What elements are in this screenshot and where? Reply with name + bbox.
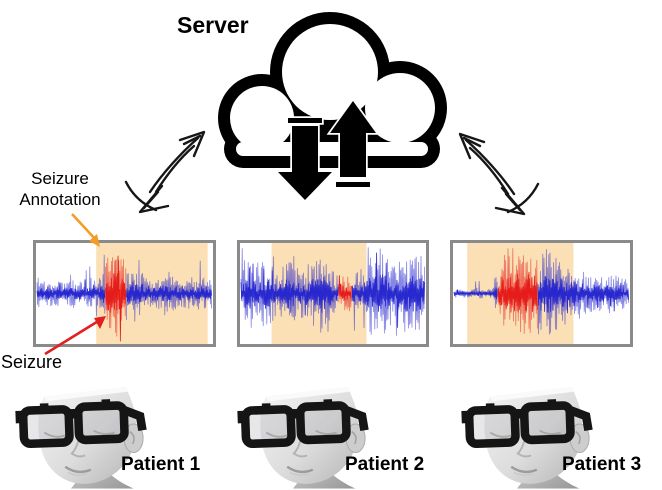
patient-2-label: Patient 2 bbox=[345, 454, 425, 475]
eeg-signal-segment bbox=[126, 281, 212, 305]
cloud-shape bbox=[218, 12, 447, 168]
sketch-double-arrow-right bbox=[458, 132, 540, 216]
patient-1-label: Patient 1 bbox=[121, 454, 201, 475]
seizure-signal-segment bbox=[497, 248, 538, 334]
eeg-plot-patient-2 bbox=[237, 240, 429, 347]
eeg-signal-segment bbox=[36, 279, 106, 303]
eeg-plot-patient-1 bbox=[33, 240, 216, 347]
sketch-double-arrow-left bbox=[124, 130, 206, 214]
eeg-signal-segment bbox=[351, 252, 425, 328]
seizure-signal-segment bbox=[497, 273, 538, 313]
eeg-signal-segment bbox=[240, 248, 339, 333]
eeg-signal-segment bbox=[240, 263, 339, 316]
download-arrow-icon bbox=[273, 116, 337, 202]
eeg-signal-segment bbox=[453, 277, 498, 309]
seizure-annotation-label: Seizure Annotation bbox=[0, 168, 120, 210]
eeg-signal-segment bbox=[537, 274, 629, 314]
eeg-signal-segment bbox=[36, 254, 106, 317]
seizure-signal-segment bbox=[338, 275, 352, 301]
seizure-annotation-label-line2: Annotation bbox=[19, 190, 101, 209]
seizure-annotation-label-line1: Seizure bbox=[31, 169, 89, 188]
eeg-signal-segment bbox=[453, 287, 498, 300]
patient-2-eeg-waveform bbox=[240, 243, 425, 344]
patient-1-eeg-waveform bbox=[36, 243, 212, 344]
patient-3-label: Patient 3 bbox=[562, 454, 642, 475]
server-label: Server bbox=[177, 12, 249, 38]
server-cloud-icon bbox=[218, 12, 447, 202]
eeg-plot-patient-3 bbox=[450, 240, 633, 347]
upload-arrow-icon bbox=[326, 98, 380, 189]
patient-3-eeg-waveform bbox=[453, 243, 629, 344]
seizure-label: Seizure bbox=[1, 352, 63, 372]
seizure-signal-segment bbox=[105, 259, 127, 342]
